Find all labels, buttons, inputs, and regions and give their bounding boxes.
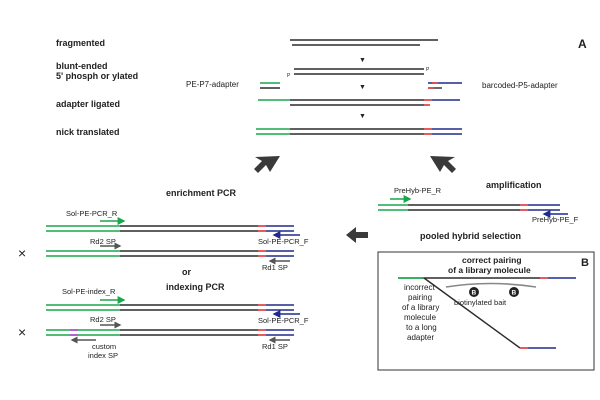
bait-b-icon-left (469, 287, 479, 297)
step-fragmented-label: fragmented (56, 38, 105, 48)
svg-text:of a library: of a library (402, 303, 439, 312)
enrichment-dna-2 (46, 250, 294, 257)
panel-a-label: A (578, 37, 587, 51)
p5-adapter (428, 82, 462, 89)
svg-text:molecule: molecule (404, 313, 437, 322)
custom-index-label-2: index SP (88, 351, 118, 360)
p5-adapter-label: barcoded-P5-adapter (482, 81, 558, 90)
step-adapter-ligated-label: adapter ligated (56, 99, 120, 109)
enrichment-rd1-label: Rd1 SP (262, 263, 288, 272)
indexing-dna-2 (46, 329, 294, 336)
correct-pairing-line1: correct pairing (462, 255, 522, 265)
enrichment-title: enrichment PCR (166, 188, 237, 198)
step-blunt-label-2: 5' phosph or ylated (56, 71, 138, 81)
incorrect-pairing-dna (398, 277, 556, 349)
step-down-arrow-2: ▼ (359, 84, 366, 91)
indexing-title: indexing PCR (166, 282, 225, 292)
fragmented-dna (290, 39, 438, 46)
enrichment-primer-r-label: Sol-PE-PCR_R (66, 209, 118, 218)
p7-adapter-label: PE-P7-adapter (186, 80, 239, 89)
svg-text:to a long: to a long (406, 323, 437, 332)
phosphate-mark-right: P (426, 67, 430, 73)
enrichment-x-mark: × (18, 245, 26, 261)
step-down-arrow-1: ▼ (359, 57, 366, 64)
panel-b-label: B (581, 257, 589, 269)
svg-text:pairing: pairing (408, 293, 432, 302)
correct-pairing-line2: of a library molecule (448, 265, 531, 275)
step-blunt-label-1: blunt-ended (56, 61, 108, 71)
indexing-rd2-label: Rd2 SP (90, 315, 116, 324)
incorrect-pairing-text: incorrect pairing of a library molecule … (402, 283, 439, 342)
adapter-ligated-dna (258, 99, 460, 106)
enrichment-dna (46, 225, 294, 232)
panel-b-box (377, 251, 595, 371)
indexing-rd1-label: Rd1 SP (262, 342, 288, 351)
indexing-dna (46, 304, 294, 311)
enrichment-rd2-label: Rd2 SP (90, 237, 116, 246)
svg-text:incorrect: incorrect (404, 283, 435, 292)
amp-primer-f-label: PreHyb-PE_F (532, 215, 579, 224)
biotinylated-bait-label: biotinylated bait (454, 298, 507, 307)
step-down-arrow-3: ▼ (359, 113, 366, 120)
flow-arrow-to-enrichment (254, 156, 280, 173)
amp-primer-r-label: PreHyb-PE_R (394, 186, 442, 195)
enrichment-primer-f-label: Sol-PE-PCR_F (258, 237, 309, 246)
flow-arrow-left (346, 227, 368, 243)
blunt-dna (294, 68, 424, 75)
indexing-primer-r-label: Sol-PE-index_R (62, 287, 116, 296)
bait-b-symbol-left: B (472, 290, 477, 297)
phosphate-mark-left: P (287, 73, 291, 79)
hybrid-selection-title: pooled hybrid selection (420, 231, 521, 241)
indexing-x-mark: × (18, 324, 26, 340)
step-nick-translated-label: nick translated (56, 127, 120, 137)
bait-b-icon-right (509, 287, 519, 297)
or-label: or (182, 267, 191, 277)
indexing-primer-f-label: Sol-PE-PCR_F (258, 316, 309, 325)
svg-text:adapter: adapter (407, 333, 434, 342)
custom-index-label-1: custom (92, 342, 116, 351)
bait-b-symbol-right: B (512, 290, 517, 297)
amplification-dna (378, 204, 560, 211)
flow-arrow-to-amplification (430, 156, 456, 173)
biotinylated-bait-strand (445, 282, 537, 288)
amplification-title: amplification (486, 180, 542, 190)
nick-translated-dna (256, 128, 462, 135)
p7-adapter (260, 82, 280, 89)
